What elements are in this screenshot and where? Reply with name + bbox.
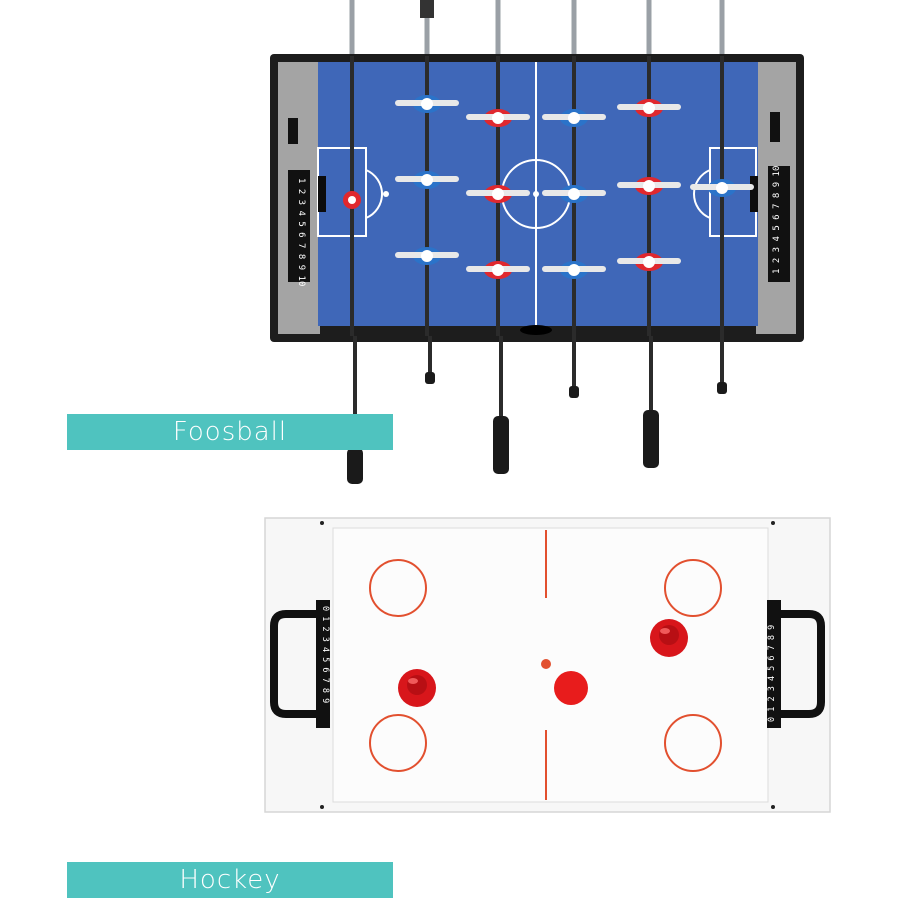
left-handle xyxy=(270,610,318,718)
foosball-right-scoreboard: 1 2 3 4 5 6 7 8 9 10 xyxy=(768,112,790,282)
top-rod-stubs xyxy=(349,0,725,56)
hockey-label-text: Hockey xyxy=(179,865,281,895)
foosball-label-text: Foosball xyxy=(172,417,288,447)
hockey-right-score-digits: 0 1 2 3 4 5 6 7 8 9 xyxy=(767,625,777,722)
left-mallet xyxy=(398,669,436,707)
red-player xyxy=(466,109,530,127)
air-hockey-table: 0 1 2 3 4 5 6 7 8 9 0 1 2 3 4 5 6 7 8 9 xyxy=(264,517,831,813)
blue-player xyxy=(395,171,459,189)
rod-handle xyxy=(717,382,727,394)
hockey-left-score-digits: 0 1 2 3 4 5 6 7 8 9 xyxy=(320,606,330,703)
blue-players xyxy=(395,95,754,279)
rod-handles xyxy=(347,372,727,484)
foosball-label: Foosball xyxy=(67,414,393,450)
red-player xyxy=(617,99,681,117)
foosball-left-score-digits: 1 2 3 4 5 6 7 8 9 10 xyxy=(296,178,306,286)
rod-handle xyxy=(493,416,509,474)
right-goal xyxy=(750,176,758,212)
foosball-right-score-digits: 1 2 3 4 5 6 7 8 9 10 xyxy=(772,166,782,274)
red-player xyxy=(466,185,530,203)
red-goalie xyxy=(343,191,361,209)
rod-handle xyxy=(569,386,579,398)
foosball-table: 1 2 3 4 5 6 7 8 9 10 1 2 3 4 5 6 7 8 9 1… xyxy=(270,0,804,484)
foosball-left-scoreboard: 1 2 3 4 5 6 7 8 9 10 xyxy=(288,118,310,286)
blue-player xyxy=(395,95,459,113)
left-goal xyxy=(318,176,326,212)
blue-player xyxy=(542,261,606,279)
red-players xyxy=(343,99,681,279)
red-player xyxy=(617,253,681,271)
hockey-right-scoreboard: 0 1 2 3 4 5 6 7 8 9 xyxy=(767,600,781,728)
ball-return-hole xyxy=(520,325,552,335)
blue-player xyxy=(395,247,459,265)
bottom-rods xyxy=(353,336,724,456)
right-mallet xyxy=(650,619,688,657)
rod-handle xyxy=(425,372,435,384)
red-player xyxy=(466,261,530,279)
top-handle-stub xyxy=(420,0,434,18)
puck xyxy=(554,671,588,705)
red-player xyxy=(617,177,681,195)
center-dot xyxy=(541,659,551,669)
rod-handle xyxy=(347,448,363,484)
hockey-label: Hockey xyxy=(67,862,393,898)
blue-goalie xyxy=(690,179,754,197)
blue-player xyxy=(542,185,606,203)
rink-markings xyxy=(369,530,722,800)
right-handle xyxy=(777,610,825,718)
rod-handle xyxy=(643,410,659,468)
hockey-left-scoreboard: 0 1 2 3 4 5 6 7 8 9 xyxy=(316,600,330,728)
blue-player xyxy=(542,109,606,127)
